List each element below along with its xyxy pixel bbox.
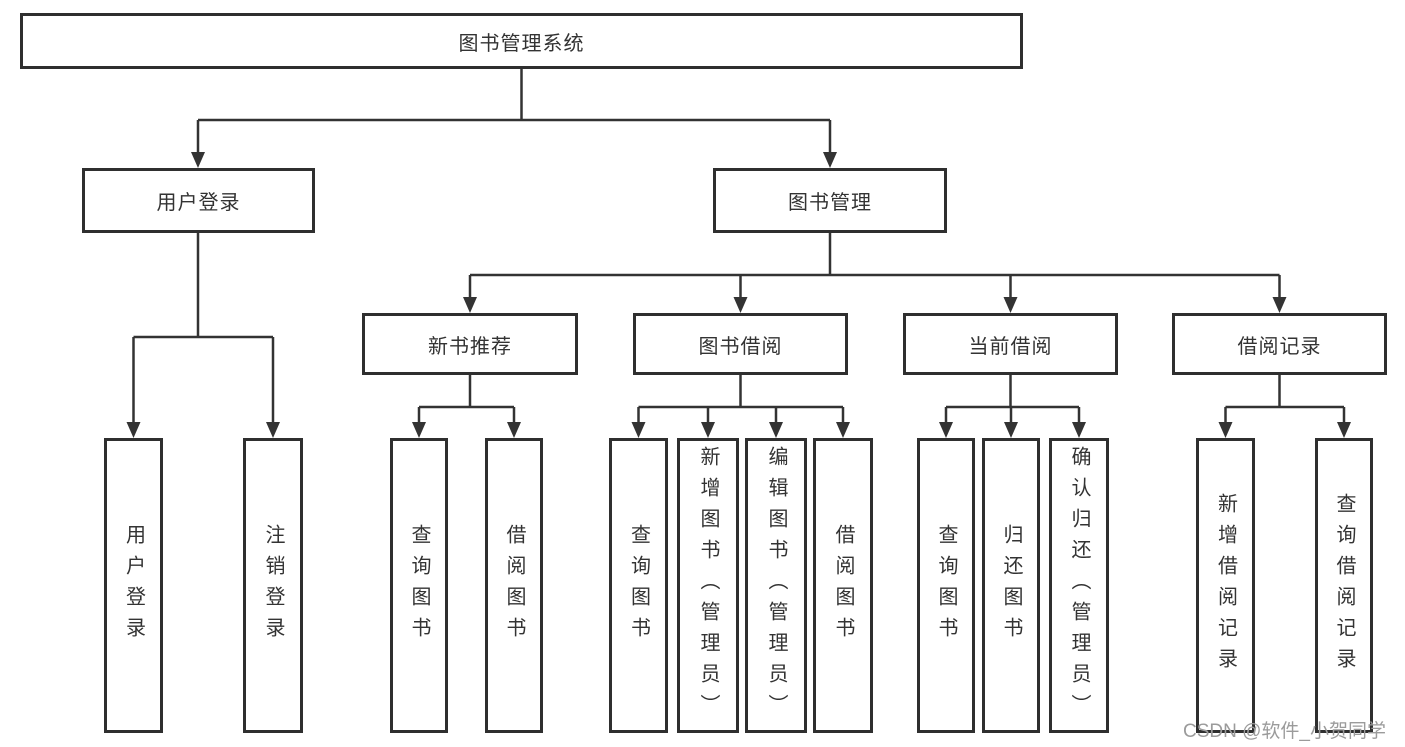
leaf-borrow-books-2: 借阅图书 (813, 438, 873, 733)
node-new-book-recommend: 新书推荐 (362, 313, 578, 375)
node-borrow-records: 借阅记录 (1172, 313, 1387, 375)
leaf-logout: 注销登录 (243, 438, 303, 733)
leaf-edit-book-admin: 编辑图书（管理员） (745, 438, 807, 733)
watermark: CSDN @软件_小贺同学 (1183, 721, 1386, 742)
leaf-confirm-return-admin: 确认归还（管理员） (1049, 438, 1109, 733)
leaf-query-books-3: 查询图书 (917, 438, 975, 733)
leaf-add-borrow-record: 新增借阅记录 (1196, 438, 1255, 733)
node-user-login: 用户登录 (82, 168, 315, 233)
leaf-add-book-admin: 新增图书（管理员） (677, 438, 739, 733)
node-book-management: 图书管理 (713, 168, 947, 233)
node-book-borrowing: 图书借阅 (633, 313, 848, 375)
node-root: 图书管理系统 (20, 13, 1023, 69)
leaf-borrow-books-1: 借阅图书 (485, 438, 543, 733)
leaf-query-books-2: 查询图书 (609, 438, 668, 733)
leaf-query-books-1: 查询图书 (390, 438, 448, 733)
node-current-borrowing: 当前借阅 (903, 313, 1118, 375)
leaf-user-login: 用户登录 (104, 438, 163, 733)
arrowhead-group (126, 152, 1351, 438)
leaf-return-books: 归还图书 (982, 438, 1040, 733)
leaf-query-borrow-record: 查询借阅记录 (1315, 438, 1373, 733)
